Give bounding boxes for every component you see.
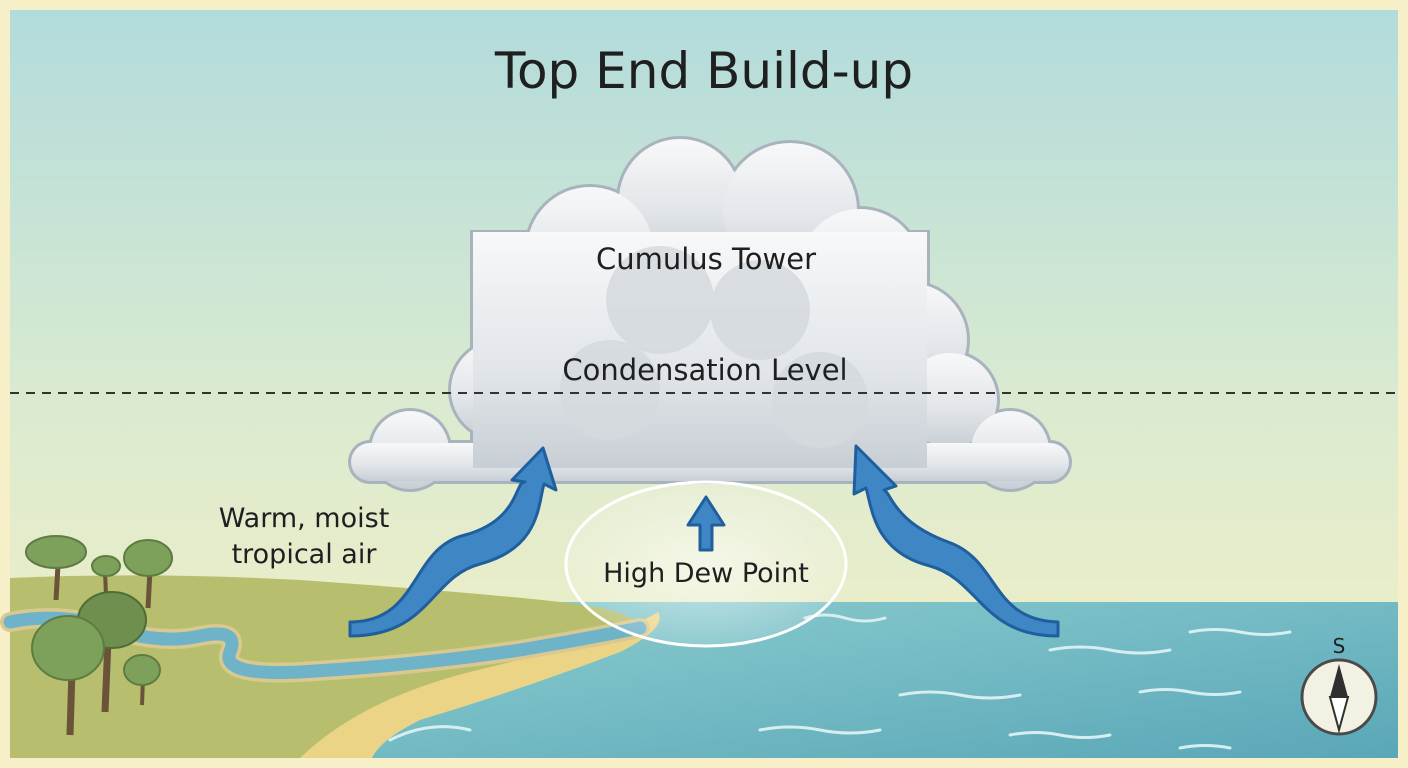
cumulus-tower-label: Cumulus Tower [596,242,816,276]
compass: S [1300,634,1378,736]
condensation-level-label: Condensation Level [562,353,847,387]
high-dew-point-label: High Dew Point [603,558,809,589]
compass-needle-dark [1330,664,1348,697]
tree [25,535,87,601]
warm-air-label-line1: Warm, moist [219,503,390,534]
compass-needle-light [1328,696,1350,734]
dew-point-ellipse [564,480,848,648]
tree [91,555,121,596]
diagram-title: Top End Build-up [494,42,913,100]
center-updraft-arrow [686,495,726,552]
tree [123,539,173,609]
cumulus-cloud [348,136,1072,492]
trees [25,535,173,736]
right-updraft-arrow [852,444,1060,638]
tree [31,615,105,736]
tree [123,654,161,706]
warm-air-label-line2: tropical air [232,539,378,570]
left-updraft-arrow [348,446,558,638]
compass-direction-label: S [1333,634,1346,658]
